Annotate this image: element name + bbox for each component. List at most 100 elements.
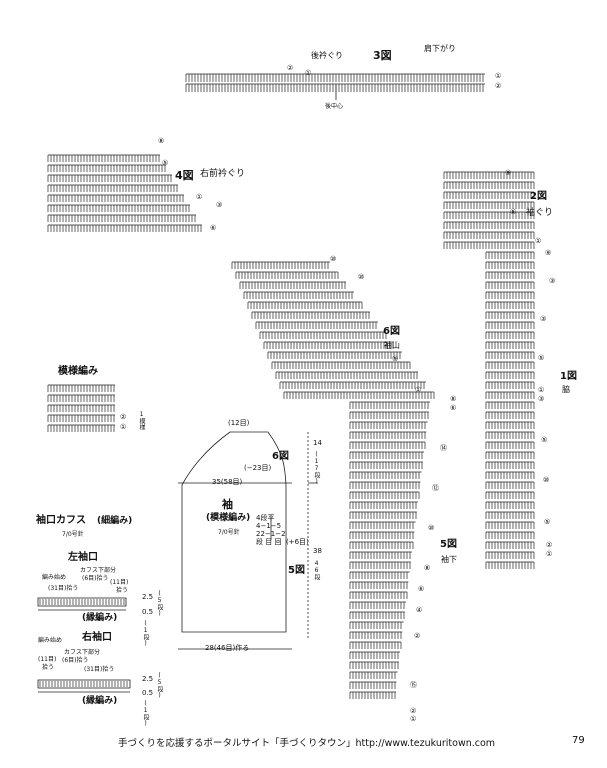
left-cuff-lower: カフス下部分 (80, 567, 117, 574)
right-cuff-garter: (縁編み) (82, 696, 118, 706)
sleeve-sub: (模様編み) (206, 513, 251, 523)
left-cuff-e: (5段) (156, 590, 163, 617)
pattern-title: 模様編み (58, 366, 98, 377)
fig2-mark: ⑨ (505, 169, 512, 177)
fig5-mark: ② (410, 707, 417, 715)
right-cuff-a: (11目) (38, 656, 57, 663)
right-cuff-b: 拾う (42, 664, 55, 671)
left-cuff-lower2: (6目)拾う (82, 575, 109, 582)
sleeve-right-top-rows: (17段) (313, 451, 320, 485)
left-cuff-f: 0.5 (142, 608, 154, 616)
fig3-mark: ① (305, 69, 312, 77)
fig3-title: 3図 (373, 49, 392, 62)
fig3-back-neck: 後衿ぐり (311, 51, 343, 60)
right-cuff-d: (31目)拾う (84, 666, 115, 673)
fig3-mark: ① (495, 72, 502, 80)
fig5-name: 袖下 (441, 555, 457, 564)
left-cuff-title: 左袖口 (68, 552, 98, 563)
fig5-mark: ④ (416, 606, 423, 614)
sleeve-width: 35(58目) (212, 478, 243, 486)
right-cuff-g: 0.5 (142, 689, 154, 697)
left-cuff-b: (11目) (110, 579, 129, 586)
fig2-mark: ① (535, 237, 542, 245)
fig1-mark: ② (546, 541, 553, 549)
fig5-mark: ⑩ (428, 524, 435, 532)
right-cuff-h: (1段) (142, 700, 149, 727)
fig1-mark: ⑩ (543, 476, 550, 484)
right-cuff-f: (5段) (156, 672, 163, 699)
fig3-mark: ② (495, 82, 502, 90)
pattern-repeat: 1模様 (138, 411, 145, 430)
fig1-mark: ⑤ (538, 354, 545, 362)
sleeve-rule: 22−1−2 (256, 530, 286, 538)
right-cuff-c: (6目)拾う (62, 657, 89, 664)
fig1-mark: ③ (538, 395, 545, 403)
fig4-title: 4図 (175, 169, 194, 182)
footer-credit: 手づくりを応援するポータルサイト「手づくりタウン」http://www.tezu… (118, 738, 496, 749)
fig6-mark: ⑩ (330, 255, 337, 263)
sleeve-rule: 4段平 (256, 514, 275, 522)
fig1-mark: ① (538, 386, 545, 394)
cuff-title: 袖口カフス (36, 515, 86, 526)
fig5-mark: ⑥ (418, 585, 425, 593)
sleeve-rule: 4−1−5 (256, 522, 282, 530)
page-number: 79 (572, 735, 585, 746)
right-cuff-title: 右袖口 (82, 632, 112, 643)
fig4-mark: ③ (216, 201, 223, 209)
sleeve-right-bottom: 38 (313, 547, 322, 555)
sleeve-name: 袖 (222, 498, 233, 511)
fig1-name: 脇 (562, 385, 570, 394)
left-cuff-d: 2.5 (142, 593, 154, 601)
fig4-mark: ⑧ (158, 137, 165, 145)
fig2-name: 袖ぐり (526, 208, 554, 218)
cuff-needle: 7/0号針 (62, 531, 84, 538)
sleeve-fig5: 5図 (288, 565, 305, 576)
left-cuff-a: (31目)拾う (48, 585, 79, 592)
sleeve-needle: 7/0号針 (218, 529, 240, 536)
right-cuff-e: 2.5 (142, 675, 154, 683)
sleeve-outline (181, 431, 287, 633)
pattern-mark: ② (120, 413, 127, 421)
fig5-mark: ⑮ (410, 681, 417, 689)
fig4-mark: ⑤ (162, 159, 169, 167)
fig6-mark: ⑤ (392, 355, 399, 363)
fig5-mark: ⑧ (424, 564, 431, 572)
fig2-mark: ③ (549, 277, 556, 285)
fig5-title: 5図 (440, 539, 457, 550)
fig3-shoulder: 肩下がり (424, 44, 456, 53)
right-cuff-lower: カフス下部分 (64, 649, 101, 656)
sleeve-plus: (+6目) (286, 538, 309, 546)
fig2-mark: ⑤ (510, 208, 517, 216)
fig6-title: 6図 (383, 326, 400, 337)
fig1-mark: ⑤ (541, 436, 548, 444)
fig5-mark: ⑫ (432, 484, 439, 492)
left-cuff-g: (1段) (142, 620, 149, 647)
fig2-title: 2図 (530, 191, 547, 202)
cuff-sub: (細編み) (97, 516, 133, 526)
fig4-mark: ① (196, 193, 203, 201)
left-cuff-start: 編み始め (42, 574, 67, 581)
fig4-mark: ⑥ (210, 224, 217, 232)
sleeve-top: (12目) (228, 419, 250, 427)
fig6-mark: ① (415, 386, 422, 394)
sleeve-rule: 段 目 回 (256, 538, 282, 546)
fig6-mark: ⑧ (450, 395, 457, 403)
fig5-mark: ⑭ (440, 444, 447, 452)
fig1-mark: ① (546, 550, 553, 558)
fig1-mark: ③ (540, 315, 547, 323)
sleeve-bottom: 28(46目)作る (205, 644, 250, 652)
sleeve-fig6: 6図 (272, 451, 289, 462)
fig1-title: 1図 (560, 371, 577, 382)
fig3-mark: ② (287, 64, 294, 72)
fig5-mark: ① (410, 715, 417, 723)
right-cuff-start: 編み始め (38, 637, 63, 644)
fig3-center: 後中心 (325, 103, 344, 110)
sleeve-right-top: 14 (313, 439, 322, 447)
fig5-mark: ② (414, 632, 421, 640)
sleeve-right-bottom-rows: 46段 (313, 560, 320, 580)
fig4-name: 右前衿ぐり (200, 169, 246, 179)
fig2-mark: ⑨ (545, 249, 552, 257)
fig1-mark: ⑤ (544, 518, 551, 526)
fig6-name: 袖山 (384, 341, 400, 350)
